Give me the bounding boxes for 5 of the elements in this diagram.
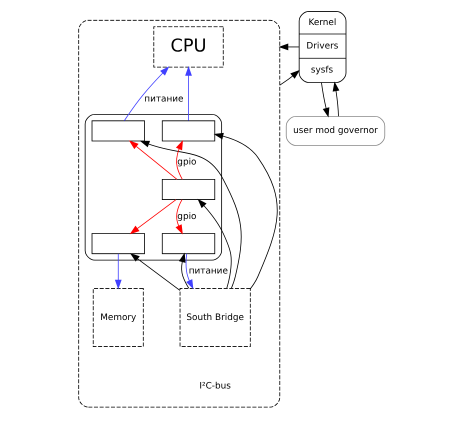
edge-label: питание [144, 94, 183, 105]
edge-label: gpio [176, 158, 196, 168]
label: I²C-bus [198, 381, 230, 392]
edge-label: питание [188, 266, 228, 277]
edge-label: gpio [176, 212, 196, 222]
